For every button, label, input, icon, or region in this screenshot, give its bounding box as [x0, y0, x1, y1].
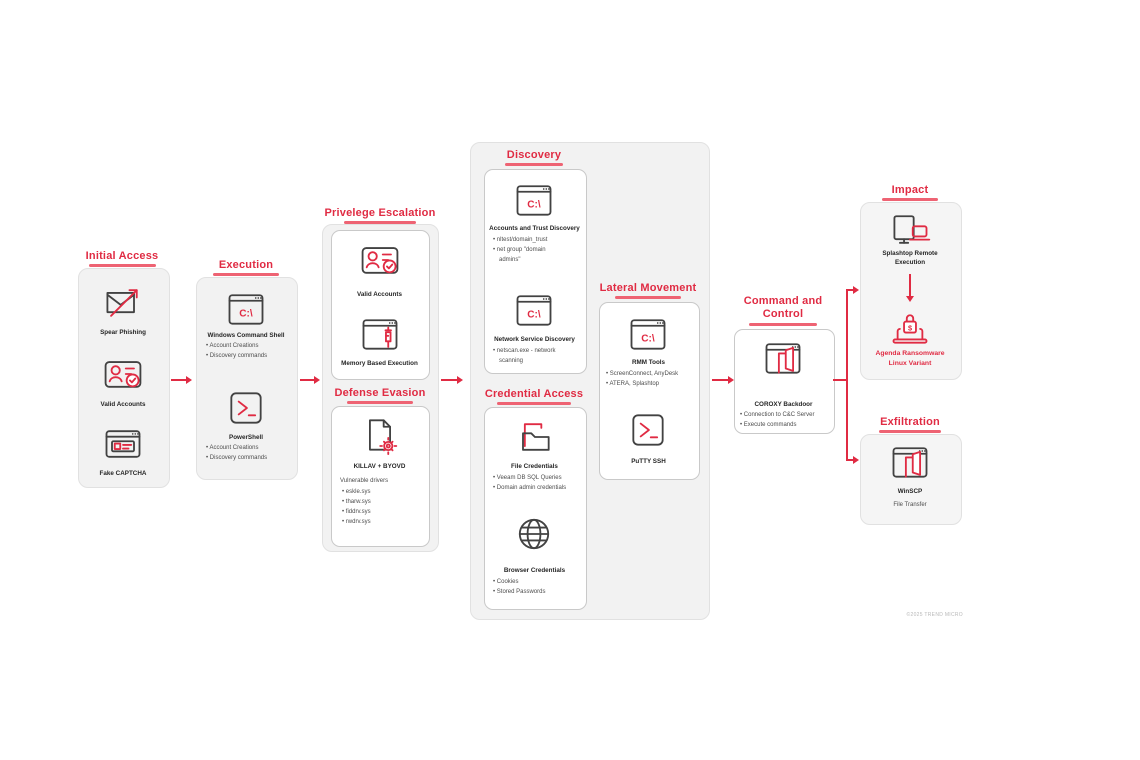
item-label: PuTTY SSH — [631, 458, 666, 465]
item-label: KILLAV + BYOVD — [353, 463, 406, 470]
bullet: Account Creations — [206, 443, 291, 453]
title-underline — [882, 198, 938, 201]
title-underline — [347, 401, 413, 404]
connector-line — [846, 290, 848, 460]
item-label: Network Service Discovery — [494, 336, 575, 343]
flow-arrow — [300, 376, 320, 383]
command-shell-icon: C:\ — [512, 288, 556, 332]
flow-arrow — [441, 376, 463, 383]
section-title-initial-access: Initial Access — [85, 250, 159, 262]
section-title-exfiltration: Exfiltration — [880, 416, 940, 428]
bullet: fiddrv.sys — [342, 507, 422, 517]
item-label: Browser Credentials — [503, 567, 566, 574]
bullet: Cookies — [493, 577, 581, 587]
title-underline — [89, 264, 156, 267]
ransomware-lock-icon: $ — [888, 306, 932, 350]
flow-arrow — [846, 286, 859, 293]
command-shell-icon: C:\ — [626, 312, 670, 356]
discovery-box — [484, 169, 587, 374]
item-label: Fake CAPTCHA — [99, 470, 147, 477]
flow-arrow — [712, 376, 734, 383]
browser-globe-icon — [512, 512, 556, 556]
bullet: net group "domain admins" — [493, 245, 563, 265]
item-note: Vulnerable drivers — [340, 478, 389, 484]
remote-devices-icon — [888, 208, 932, 252]
item-sublabel: File Transfer — [893, 502, 927, 508]
item-label-ransomware: Agenda Ransomware Linux Variant — [875, 350, 945, 367]
bullet: netscan.exe - network scanning — [493, 346, 563, 366]
bullet: Domain admin credentials — [493, 483, 581, 493]
backdoor-icon — [888, 440, 932, 484]
powershell-icon — [626, 408, 670, 452]
bullet: Stored Passwords — [493, 587, 581, 597]
powershell-icon — [224, 386, 268, 430]
file-credentials-icon — [512, 415, 556, 459]
command-shell-icon: C:\ — [224, 287, 268, 331]
bullet: Execute commands — [740, 420, 830, 430]
title-underline — [749, 323, 817, 326]
bullet: ScreenConnect, AnyDesk — [606, 369, 696, 379]
section-title-defense-evasion: Defense Evasion — [334, 387, 426, 399]
memory-execution-icon — [358, 312, 402, 356]
bullet: Account Creations — [206, 341, 291, 351]
bullet: Veeam DB SQL Queries — [493, 473, 581, 483]
item-label: Spear Phishing — [100, 329, 146, 336]
item-label: COROXY Backdoor — [754, 401, 813, 408]
flow-arrow — [846, 456, 859, 463]
section-title-command-and-control: Command and Control — [743, 295, 823, 320]
bullet: rwdrv.sys — [342, 517, 422, 527]
bullet: Discovery commands — [206, 453, 291, 463]
svg-text:C:\: C:\ — [641, 333, 655, 344]
valid-accounts-icon — [101, 352, 145, 396]
item-label: Valid Accounts — [357, 291, 402, 298]
privilege-escalation-box — [331, 230, 430, 380]
item-label: Accounts and Trust Discovery — [489, 225, 580, 232]
item-label: Memory Based Execution — [341, 360, 418, 367]
svg-text:$: $ — [908, 323, 912, 332]
spear-phishing-icon — [101, 281, 145, 325]
bullet: eskle.sys — [342, 487, 422, 497]
driver-file-icon — [358, 413, 402, 457]
svg-text:C:\: C:\ — [527, 199, 541, 210]
title-underline — [213, 273, 279, 276]
item-label: RMM Tools — [631, 359, 666, 366]
backdoor-icon — [761, 336, 805, 380]
title-underline — [344, 221, 416, 224]
lateral-movement-box — [599, 302, 700, 480]
bullet: Connection to C&C Server — [740, 410, 830, 420]
section-title-execution: Execution — [218, 259, 274, 271]
title-underline — [497, 402, 571, 405]
title-underline — [615, 296, 681, 299]
item-label: Windows Command Shell — [207, 332, 285, 339]
item-label: WinSCP — [897, 488, 923, 495]
item-label: Splashtop Remote Execution — [882, 250, 938, 266]
svg-text:C:\: C:\ — [527, 309, 541, 320]
bullet: Discovery commands — [206, 351, 291, 361]
command-shell-icon: C:\ — [512, 178, 556, 222]
section-title-credential-access: Credential Access — [484, 388, 584, 400]
bullet: tharw.sys — [342, 497, 422, 507]
connector-line — [833, 379, 847, 381]
watermark: ©2025 TREND MICRO — [906, 612, 963, 618]
section-title-lateral-movement: Lateral Movement — [599, 282, 697, 294]
impact-down-arrow — [906, 274, 913, 302]
section-title-discovery: Discovery — [506, 149, 562, 161]
section-title-privilege-escalation: Privelege Escalation — [324, 207, 436, 219]
bullet: ATERA, Splashtop — [606, 379, 696, 389]
valid-accounts-icon — [358, 238, 402, 282]
section-title-impact: Impact — [891, 184, 929, 196]
title-underline — [505, 163, 563, 166]
svg-text:C:\: C:\ — [239, 308, 253, 319]
item-label: PowerShell — [229, 434, 263, 441]
bullet: nltest/domain_trust — [493, 235, 563, 245]
flow-arrow — [171, 376, 192, 383]
item-label: File Credentials — [511, 463, 558, 470]
title-underline — [879, 430, 941, 433]
item-label: Valid Accounts — [100, 401, 146, 408]
impact-panel — [860, 202, 962, 380]
fake-captcha-icon — [101, 422, 145, 466]
